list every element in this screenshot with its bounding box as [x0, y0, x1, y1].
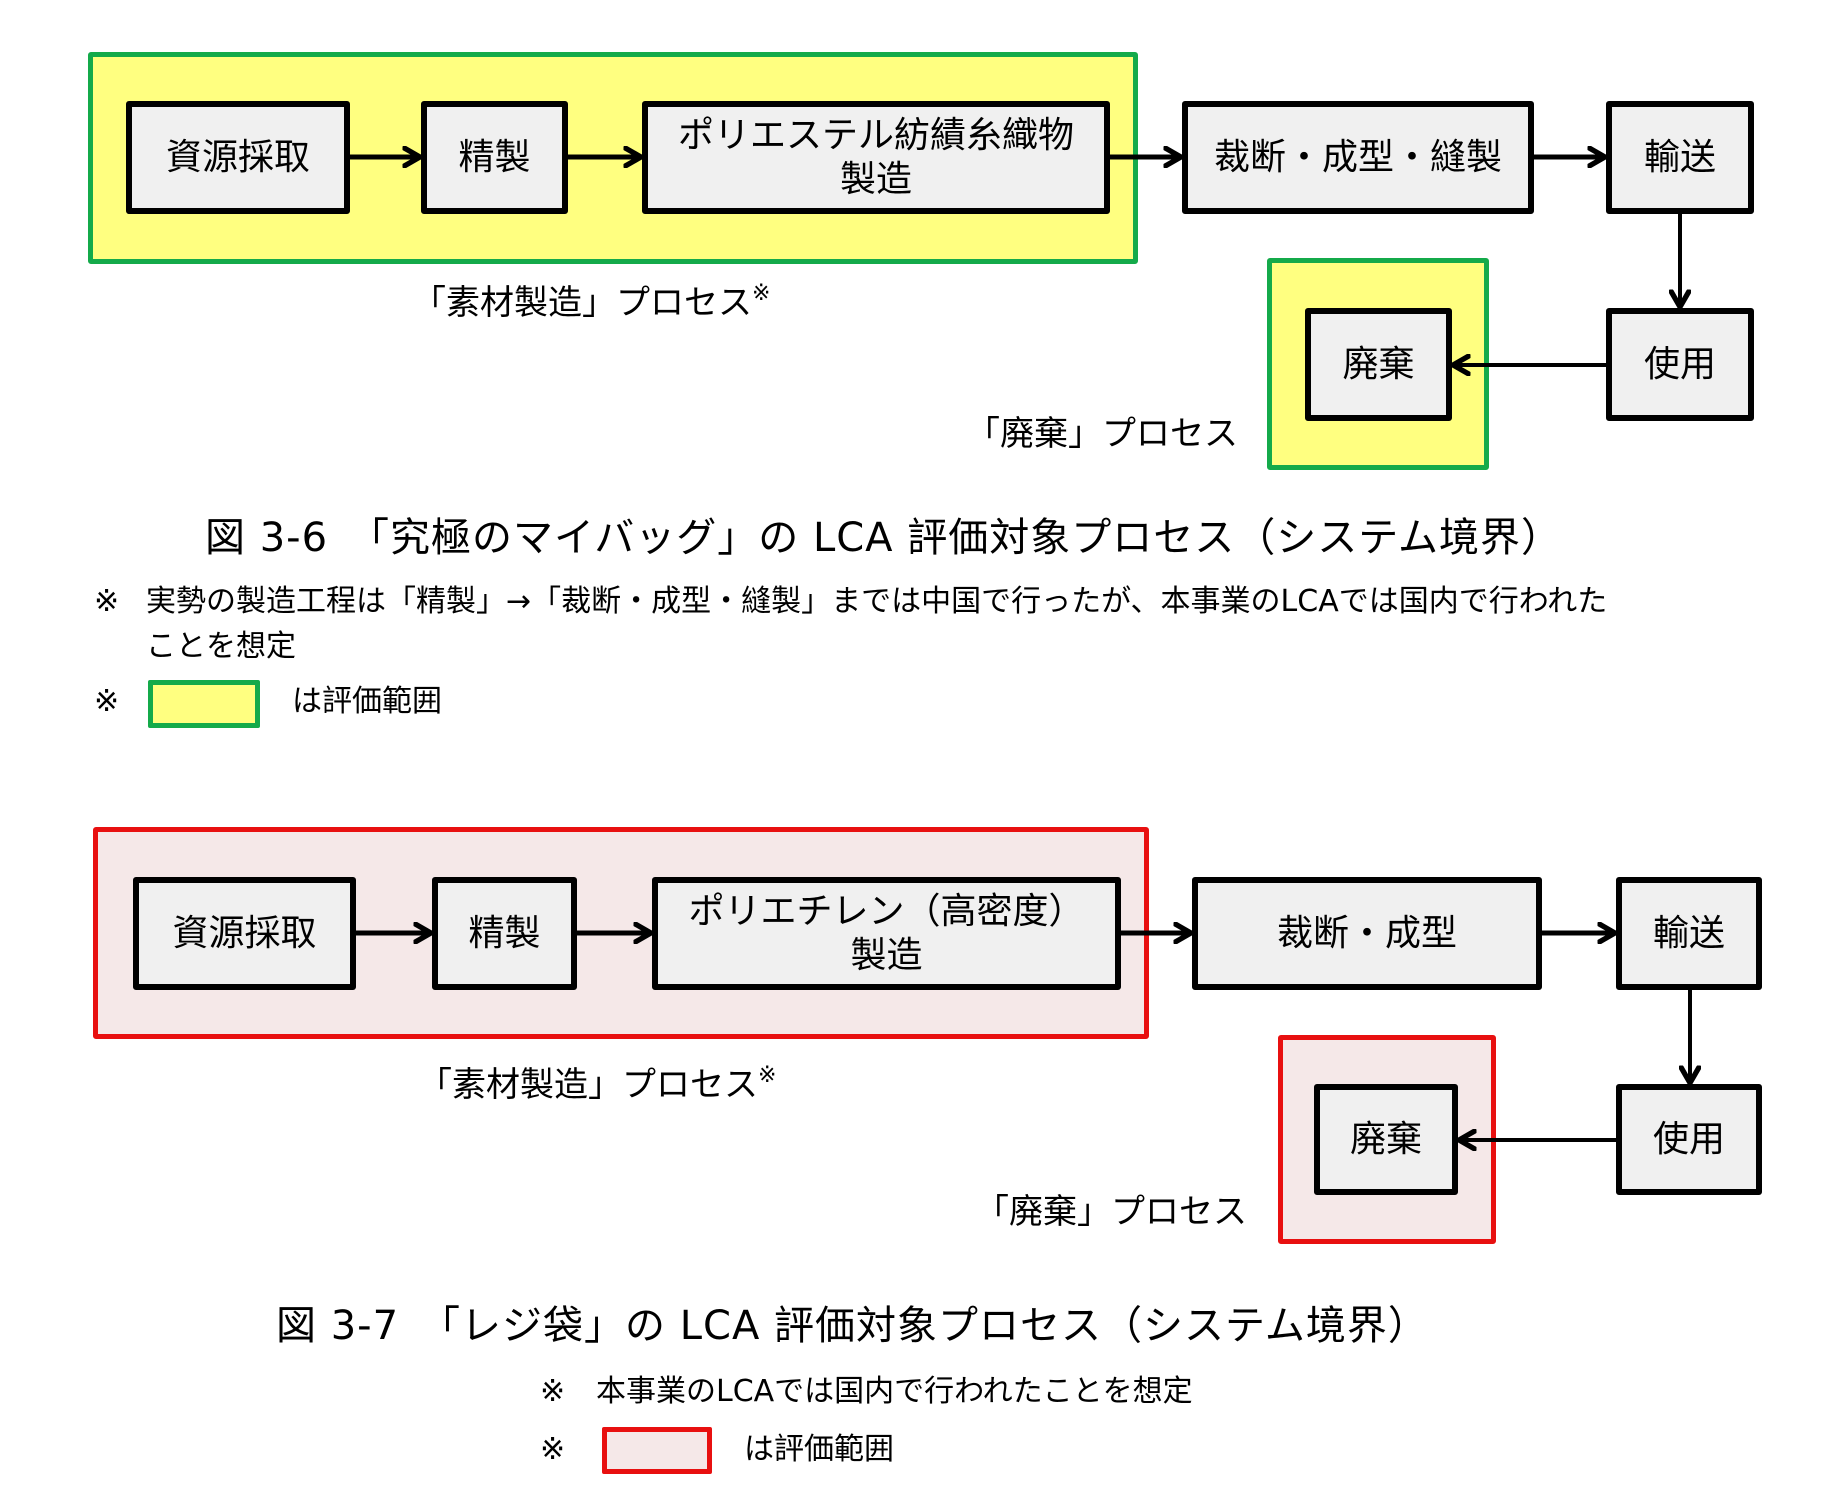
process-material-manufacturing: ポリエステル紡績糸織物 製造 — [642, 101, 1110, 214]
process-label: 輸送 — [1643, 136, 1716, 178]
note-mark: ※ — [94, 584, 120, 619]
note-mark: ※ — [758, 1063, 777, 1088]
process-label: 廃棄 — [1349, 1118, 1422, 1160]
process-disposal: 廃棄 — [1314, 1084, 1458, 1195]
legend-mark: ※ — [94, 684, 120, 719]
process-cutting-forming: 裁断・成型 — [1192, 877, 1542, 990]
process-refining: 精製 — [432, 877, 577, 990]
figure-caption: 図 3-7 「レジ袋」の LCA 評価対象プロセス（システム境界） — [276, 1303, 1429, 1349]
process-resource-extraction: 資源採取 — [133, 877, 356, 990]
process-resource-extraction: 資源採取 — [126, 101, 350, 214]
process-label: 廃棄 — [1342, 343, 1415, 385]
process-refining: 精製 — [421, 101, 568, 214]
material-process-text: 「素材製造」プロセス — [418, 1065, 758, 1105]
legend-text: は評価範囲 — [744, 1432, 894, 1467]
process-label: 精製 — [458, 136, 531, 178]
disposal-process-text: 「廃棄」プロセス — [975, 1192, 1247, 1232]
process-label: 使用 — [1652, 1118, 1725, 1160]
material-process-label: 「素材製造」プロセス※ — [412, 274, 770, 323]
process-transport: 輸送 — [1606, 101, 1754, 214]
process-cutting-forming-sewing: 裁断・成型・縫製 — [1182, 101, 1534, 214]
disposal-process-text: 「廃棄」プロセス — [966, 414, 1238, 454]
process-label: 資源採取 — [172, 912, 317, 954]
process-label-line1: ポリエステル紡績糸織物 — [677, 114, 1074, 156]
note-line-1: 本事業のLCAでは国内で行われたことを想定 — [596, 1374, 1193, 1409]
process-label-line2: 製造 — [839, 158, 912, 200]
note-line-2: ことを想定 — [146, 629, 296, 664]
figure-caption: 図 3-6 「究極のマイバッグ」の LCA 評価対象プロセス（システム境界） — [205, 515, 1563, 561]
process-label: 裁断・成型 — [1276, 912, 1457, 954]
process-label-line1: ポリエチレン（高密度） — [688, 890, 1085, 932]
process-label: 資源採取 — [165, 136, 310, 178]
process-label: 精製 — [468, 912, 541, 954]
material-process-label: 「素材製造」プロセス※ — [418, 1056, 776, 1105]
process-material-manufacturing: ポリエチレン（高密度） 製造 — [652, 877, 1121, 990]
process-label: 輸送 — [1652, 912, 1725, 954]
process-label: 裁断・成型・縫製 — [1213, 136, 1502, 178]
process-use: 使用 — [1606, 308, 1754, 421]
disposal-process-label: 「廃棄」プロセス — [966, 414, 1238, 454]
material-process-text: 「素材製造」プロセス — [412, 283, 752, 323]
note-mark: ※ — [752, 281, 771, 306]
legend-mark: ※ — [540, 1432, 566, 1467]
legend-swatch-green — [148, 680, 260, 728]
process-label: 使用 — [1643, 343, 1716, 385]
process-disposal: 廃棄 — [1305, 308, 1452, 421]
process-use: 使用 — [1616, 1084, 1762, 1195]
process-transport: 輸送 — [1616, 877, 1762, 990]
disposal-process-label: 「廃棄」プロセス — [975, 1192, 1247, 1232]
note-line-1: 実勢の製造工程は「精製」→「裁断・成型・縫製」までは中国で行ったが、本事業のLC… — [146, 584, 1608, 619]
process-label-line2: 製造 — [850, 934, 923, 976]
legend-swatch-red — [602, 1427, 712, 1474]
legend-text: は評価範囲 — [292, 684, 442, 719]
note-mark: ※ — [540, 1374, 566, 1409]
